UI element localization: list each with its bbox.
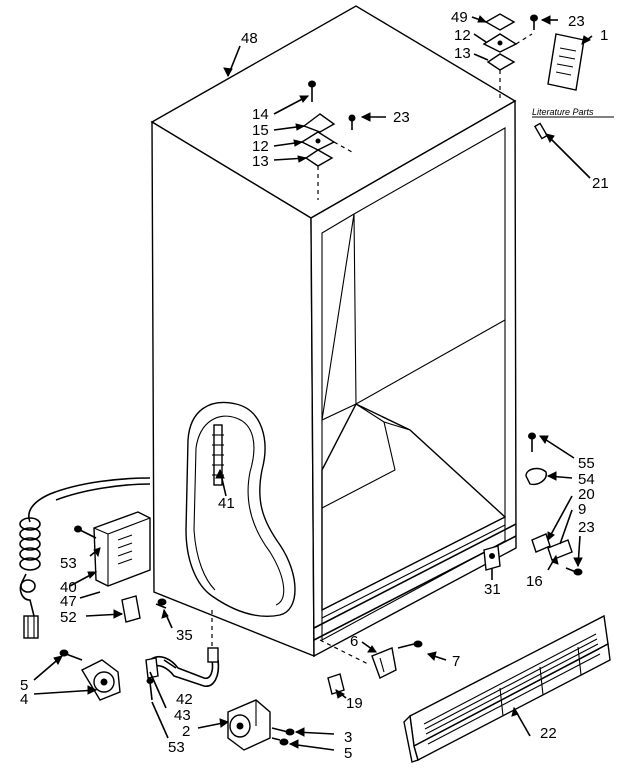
callout-23-right: 23: [578, 519, 595, 536]
callout-48: 48: [241, 30, 258, 47]
top-right-hinge-group: [482, 13, 585, 140]
callout-54: 54: [578, 471, 595, 488]
callout-41: 41: [218, 495, 235, 512]
callout-53-left: 53: [60, 555, 77, 572]
callout-40: 40: [60, 579, 77, 596]
callout-4: 4: [20, 691, 28, 708]
callout-1: 1: [600, 27, 608, 44]
power-cord-group: [19, 477, 167, 639]
callout-7: 7: [452, 653, 460, 670]
callout-42: 42: [176, 691, 193, 708]
callout-23-center: 23: [393, 109, 410, 126]
callout-13-center: 13: [252, 153, 269, 170]
callout-19: 19: [346, 695, 363, 712]
arrowheads: [53, 15, 591, 749]
callout-31: 31: [484, 581, 501, 598]
callout-3: 3: [344, 729, 352, 746]
grille-slots: [423, 633, 601, 745]
callout-49: 49: [451, 9, 468, 26]
callout-43: 43: [174, 707, 191, 724]
callout-22: 22: [540, 725, 557, 742]
callout-12-center: 12: [252, 138, 269, 155]
callout-16: 16: [526, 573, 543, 590]
literature-parts-label: Literature Parts: [532, 107, 594, 117]
grille: [403, 614, 611, 763]
literature-booklet: [547, 33, 585, 91]
callout-14: 14: [252, 106, 269, 123]
callout-21: 21: [592, 175, 609, 192]
callout-35: 35: [176, 627, 193, 644]
callouts: 48 49 23 1 12 13 14 15 23 12 13 21 55 54…: [20, 9, 614, 762]
callout-13-top: 13: [454, 45, 471, 62]
callout-12-top: 12: [454, 27, 471, 44]
callout-55: 55: [578, 455, 595, 472]
top-hinge-group: [300, 80, 356, 200]
callout-20: 20: [578, 486, 595, 503]
callout-5-bottom: 5: [344, 745, 352, 762]
callout-9: 9: [578, 501, 586, 518]
callout-2: 2: [182, 723, 190, 740]
bottom-parts-group: [59, 640, 423, 751]
callout-53-bottom: 53: [168, 739, 185, 756]
callout-52: 52: [60, 609, 77, 626]
right-hinge-group: [483, 432, 583, 576]
cord-coil: [19, 517, 41, 571]
callout-5-left: 5: [20, 677, 28, 694]
callout-15: 15: [252, 122, 269, 139]
callout-6: 6: [350, 633, 358, 650]
callout-47: 47: [60, 593, 77, 610]
callout-23-top: 23: [568, 13, 585, 30]
cabinet: [150, 5, 517, 666]
